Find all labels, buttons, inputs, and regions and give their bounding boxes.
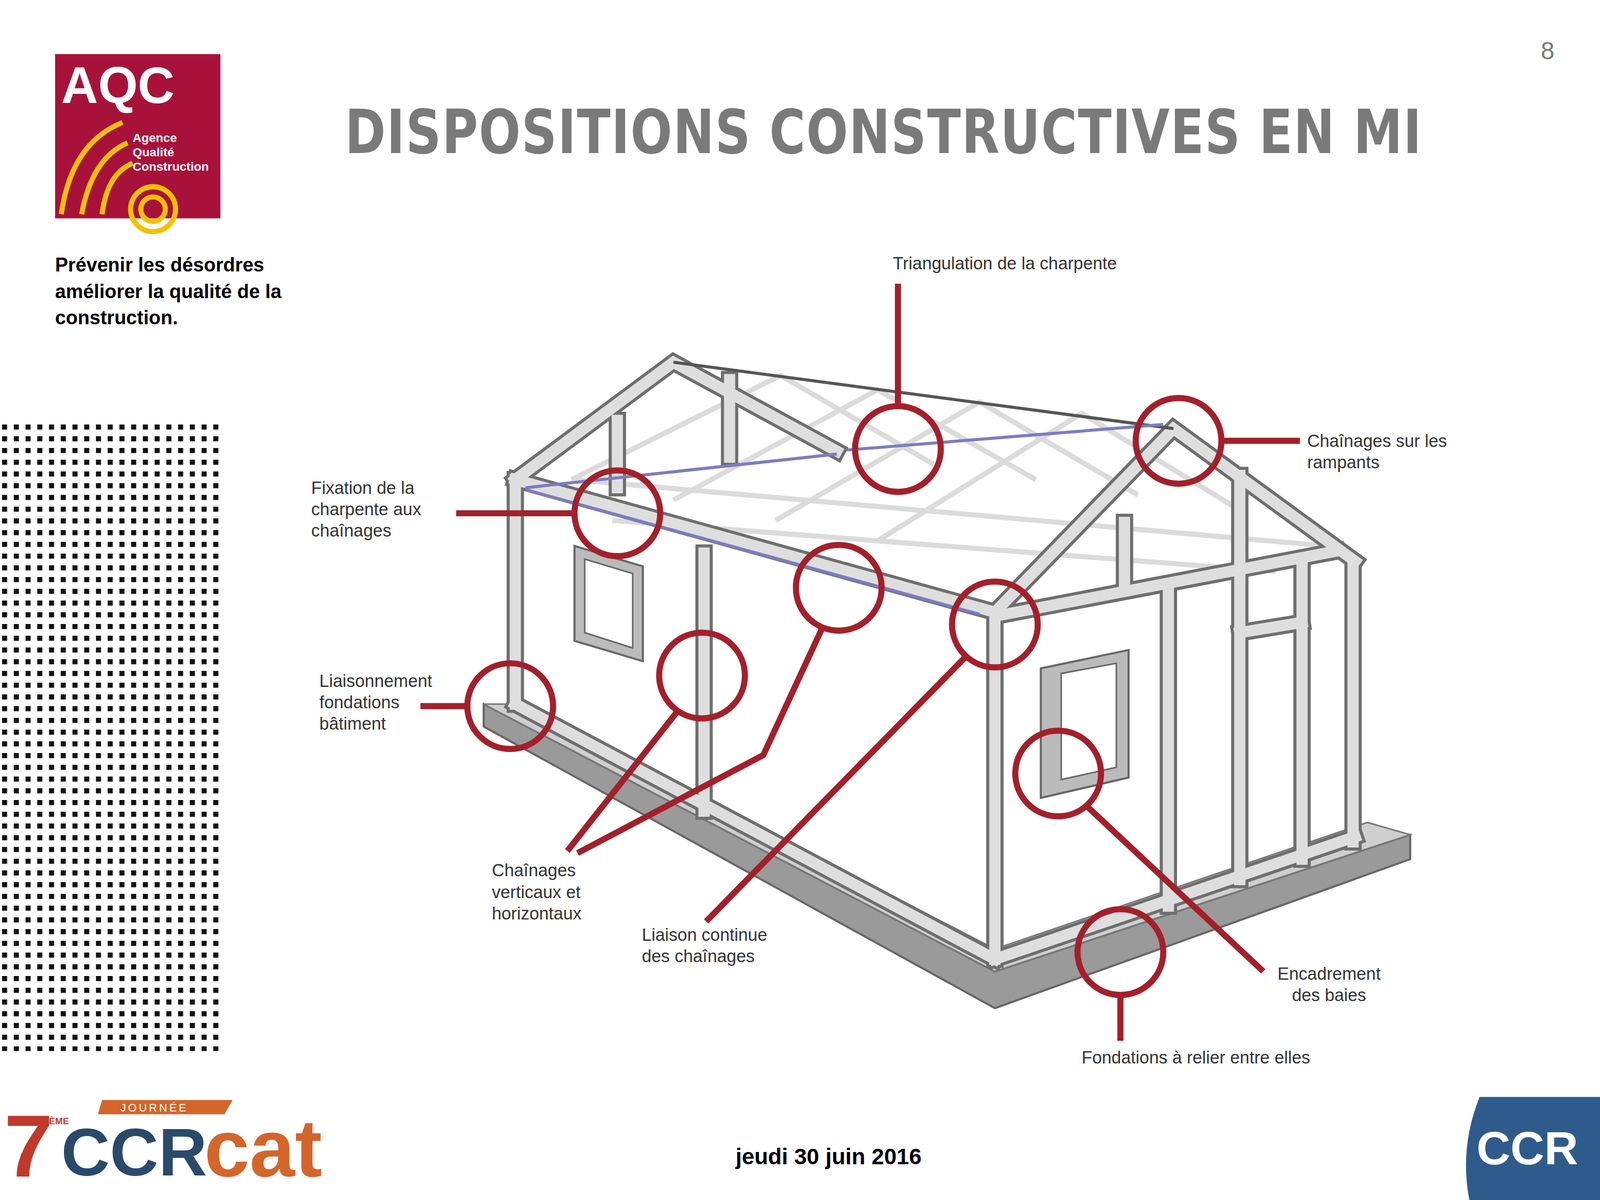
date-text: jeudi 30 juin 2016 [735,1142,922,1172]
logo-text: AQC [61,57,175,115]
tagline: Prévenir les désordres améliorer la qual… [54,252,296,332]
callout-label: Encadrement des baies [1265,963,1393,1006]
logo-text: cat [204,1106,323,1192]
logo-text: CCR [1476,1120,1579,1176]
page-number: 8 [1540,36,1555,66]
logo-text: 7 [4,1099,54,1192]
logo-text: CCR [61,1114,208,1190]
logo-subtitle: Agence Qualité Construction [132,130,219,174]
callout-label: Chaînages sur les rampants [1307,430,1476,474]
callout-label: Fondations à relier entre elles [1081,1046,1311,1069]
slide-title: DISPOSITIONS CONSTRUCTIVES EN MI [345,98,1423,166]
callout-label: Triangulation de la charpente [892,252,1117,275]
callout-label: Fixation de la charpente aux chaînages [311,477,453,542]
callout-label: Chaînages verticaux et horizontaux [491,860,604,925]
callout-label: Liaison continue des chaînages [641,924,795,967]
logo-text: JOURNÉE [120,1099,189,1115]
callout-label: Liaisonnement fondations bâtiment [319,670,418,735]
